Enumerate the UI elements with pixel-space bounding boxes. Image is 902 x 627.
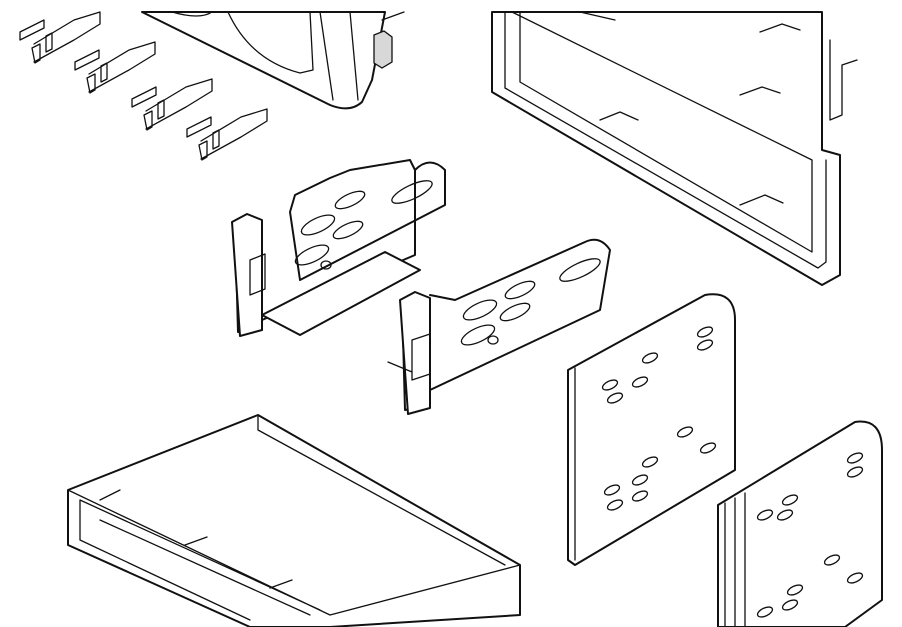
spring-clip — [186, 108, 268, 161]
spring-clip — [131, 78, 213, 131]
spring-clip — [19, 11, 101, 64]
mounting-plate — [567, 293, 736, 566]
dash-bezel — [141, 11, 405, 110]
side-bracket-right — [387, 238, 611, 415]
spring-clips — [19, 11, 268, 161]
mounting-plate — [717, 420, 883, 627]
spring-clip — [74, 41, 156, 94]
storage-pocket — [67, 414, 521, 627]
trim-frame — [491, 11, 858, 286]
side-bracket-left — [231, 159, 446, 337]
